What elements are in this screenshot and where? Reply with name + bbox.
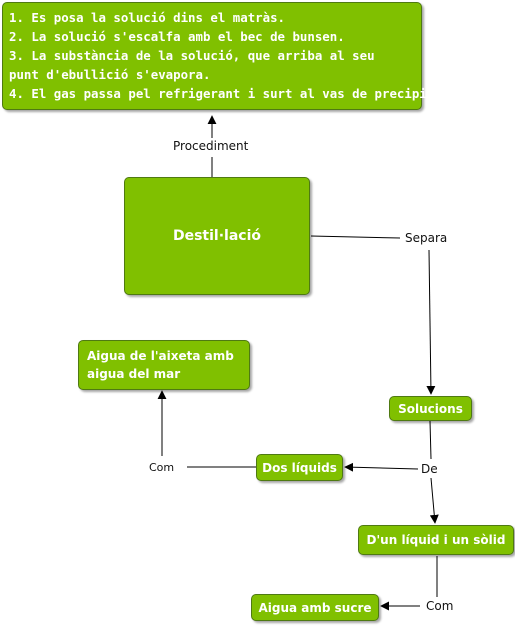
procedure-step-3-cont: punt d'ebullició s'evapora.: [9, 67, 211, 82]
procedure-step-2: 2. La solució s'escalfa amb el bec de bu…: [9, 29, 345, 44]
arrow-de-dos-liquids: [344, 462, 419, 472]
procedure-step-4: 4. El gas passa pel refrigerant i surt a…: [9, 86, 465, 101]
destillacio-node[interactable]: Destil·lació: [124, 177, 310, 295]
solucions-label: Solucions: [398, 401, 463, 416]
dos-liquids-label: Dos líquids: [262, 460, 337, 475]
aigua-sucre-label: Aigua amb sucre: [258, 600, 372, 615]
link-label-com-liquid-solid[interactable]: Com: [424, 599, 456, 613]
aigua-sucre-node[interactable]: Aigua amb sucre: [251, 594, 379, 621]
procedure-step-3: 3. La substància de la solució, que arri…: [9, 48, 375, 63]
link-label-procediment[interactable]: Procediment: [171, 139, 251, 153]
line-solucions-de: [429, 420, 432, 460]
liquid-solid-label: D'un líquid i un sòlid: [366, 533, 506, 547]
line-destillacio-separa: [310, 235, 401, 239]
dos-liquids-node[interactable]: Dos líquids: [256, 454, 343, 481]
arrow-de-liquid-solid: [429, 477, 439, 524]
aigua-aixeta-label-line2: aigua del mar: [87, 367, 181, 381]
arrow-separa-solucions: [426, 249, 436, 395]
link-label-com-dos-liquids[interactable]: Com: [147, 461, 177, 475]
link-label-de[interactable]: De: [419, 462, 440, 476]
procedure-step-1: 1. Es posa la solució dins el matràs.: [9, 10, 286, 25]
procedure-node[interactable]: 1. Es posa la solució dins el matràs. 2.…: [2, 2, 465, 110]
aigua-aixeta-node[interactable]: Aigua de l'aixeta amb aigua del mar: [78, 340, 250, 390]
aigua-aixeta-label-line1: Aigua de l'aixeta amb: [87, 349, 234, 363]
solucions-node[interactable]: Solucions: [389, 396, 472, 421]
destillacio-label: Destil·lació: [172, 228, 262, 244]
link-label-separa[interactable]: Separa: [403, 231, 450, 245]
liquid-solid-node[interactable]: D'un líquid i un sòlid: [358, 525, 514, 555]
